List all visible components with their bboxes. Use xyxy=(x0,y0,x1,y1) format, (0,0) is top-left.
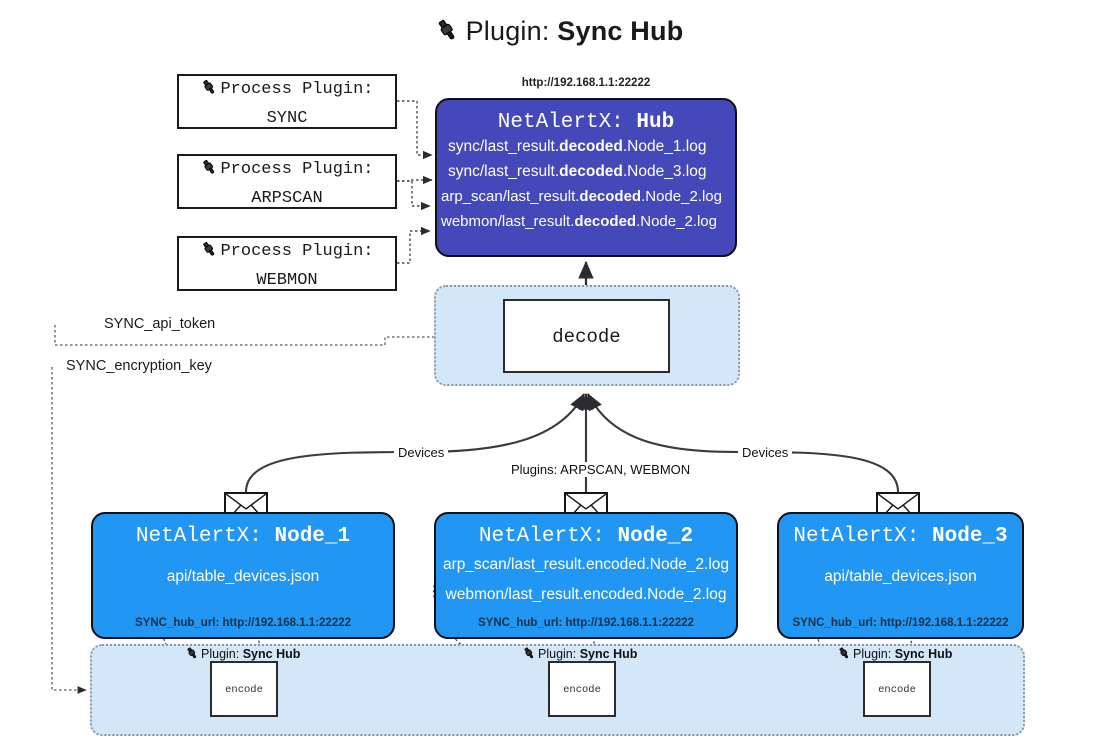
process-plugin-line1: Process Plugin: xyxy=(179,157,395,186)
page-title: Plugin: Sync Hub xyxy=(0,16,1117,50)
encode-caption-prefix: Plugin: xyxy=(538,647,577,661)
node-line: arp_scan/last_result.encoded.Node_2.log xyxy=(442,556,730,573)
hub-log-line: webmon/last_result.decoded.Node_2.log xyxy=(441,209,735,234)
plug-icon xyxy=(200,78,218,106)
node-title-prefix: NetAlertX: xyxy=(793,525,920,548)
node-title-name: Node_3 xyxy=(932,525,1008,548)
node-footer: SYNC_hub_url: http://192.168.1.1:22222 xyxy=(134,617,352,629)
node-title: NetAlertX: Node_3 xyxy=(779,525,1022,548)
node-title-name: Node_2 xyxy=(617,525,694,548)
encode-caption-prefix: Plugin: xyxy=(201,647,240,661)
hub-url-label: http://192.168.1.1:22222 xyxy=(521,77,651,89)
plug-icon xyxy=(185,646,199,663)
hub-node[interactable]: NetAlertX: Hub sync/last_result.decoded.… xyxy=(435,98,737,257)
log-post: .Node_2.log xyxy=(641,188,722,205)
plug-icon xyxy=(434,17,460,50)
encode-box[interactable]: encode xyxy=(863,661,931,717)
hub-title: NetAlertX: Hub xyxy=(437,111,735,134)
hub-log-line: arp_scan/last_result.decoded.Node_2.log xyxy=(441,184,735,209)
node-line: api/table_devices.json xyxy=(166,568,320,585)
encode-caption-prefix: Plugin: xyxy=(853,647,892,661)
encode-caption-name: Sync Hub xyxy=(894,647,953,661)
sync-encryption-key-label: SYNC_encryption_key xyxy=(62,358,216,374)
node-title-prefix: NetAlertX: xyxy=(135,525,262,548)
encode-caption: Plugin: Sync Hub xyxy=(522,646,637,663)
process-plugin-box-webmon[interactable]: Process Plugin: WEBMON xyxy=(177,236,397,291)
process-plugin-label: Process Plugin: xyxy=(220,242,374,261)
process-plugin-label: Process Plugin: xyxy=(220,80,374,99)
encode-box[interactable]: encode xyxy=(210,661,278,717)
encode-caption: Plugin: Sync Hub xyxy=(837,646,952,663)
node-box-node-1[interactable]: NetAlertX: Node_1 api/table_devices.json… xyxy=(91,512,395,639)
process-plugin-name: ARPSCAN xyxy=(251,189,323,208)
process-plugin-line1: Process Plugin: xyxy=(179,239,395,268)
edge-label-devices-left: Devices xyxy=(394,445,449,460)
encode-box[interactable]: encode xyxy=(548,661,616,717)
node-footer: SYNC_hub_url: http://192.168.1.1:22222 xyxy=(792,617,1009,629)
encode-caption-name: Sync Hub xyxy=(579,647,638,661)
node-title: NetAlertX: Node_2 xyxy=(436,525,736,548)
node-footer: SYNC_hub_url: http://192.168.1.1:22222 xyxy=(477,617,695,629)
plug-icon xyxy=(200,158,218,186)
process-plugin-name: SYNC xyxy=(266,109,308,128)
log-pre: webmon/last_result. xyxy=(441,213,575,230)
process-plugin-box-arpscan[interactable]: Process Plugin: ARPSCAN xyxy=(177,154,397,209)
node-line: webmon/last_result.encoded.Node_2.log xyxy=(445,586,727,603)
node-title-prefix: NetAlertX: xyxy=(478,525,605,548)
node-box-node-2[interactable]: NetAlertX: Node_2 arp_scan/last_result.e… xyxy=(434,512,738,639)
plug-icon xyxy=(837,646,851,663)
process-plugin-name: WEBMON xyxy=(256,271,318,290)
hub-log-line: sync/last_result.decoded.Node_3.log xyxy=(448,159,735,184)
plug-icon xyxy=(522,646,536,663)
decode-box[interactable]: decode xyxy=(503,299,670,373)
log-mid: decoded xyxy=(559,163,623,180)
log-pre: sync/last_result. xyxy=(448,163,560,180)
process-plugin-label: Process Plugin: xyxy=(220,160,374,179)
log-mid: decoded xyxy=(559,138,623,155)
edge-label-devices-right: Devices xyxy=(738,445,793,460)
log-mid: decoded xyxy=(579,188,642,205)
node-box-node-3[interactable]: NetAlertX: Node_3 api/table_devices.json… xyxy=(777,512,1024,639)
log-post: .Node_3.log xyxy=(622,163,707,180)
encode-caption-name: Sync Hub xyxy=(242,647,301,661)
log-post: .Node_1.log xyxy=(622,138,707,155)
process-plugin-line1: Process Plugin: xyxy=(179,77,395,106)
node-title: NetAlertX: Node_1 xyxy=(93,525,393,548)
log-pre: arp_scan/last_result. xyxy=(441,188,580,205)
title-prefix: Plugin: xyxy=(465,16,550,46)
node-line: api/table_devices.json xyxy=(824,568,977,585)
edge-label-plugins-center: Plugins: ARPSCAN, WEBMON xyxy=(507,462,695,477)
plug-icon xyxy=(200,240,218,268)
log-pre: sync/last_result. xyxy=(448,138,560,155)
title-name: Sync Hub xyxy=(557,16,684,46)
log-post: .Node_2.log xyxy=(636,213,717,230)
node-title-name: Node_1 xyxy=(274,525,351,548)
log-mid: decoded xyxy=(574,213,637,230)
process-plugin-box-sync[interactable]: Process Plugin: SYNC xyxy=(177,74,397,129)
encode-caption: Plugin: Sync Hub xyxy=(185,646,300,663)
hub-title-name: Hub xyxy=(636,111,675,134)
hub-title-prefix: NetAlertX: xyxy=(497,111,624,134)
sync-api-token-label: SYNC_api_token xyxy=(100,316,220,332)
hub-log-line: sync/last_result.decoded.Node_1.log xyxy=(448,134,735,159)
